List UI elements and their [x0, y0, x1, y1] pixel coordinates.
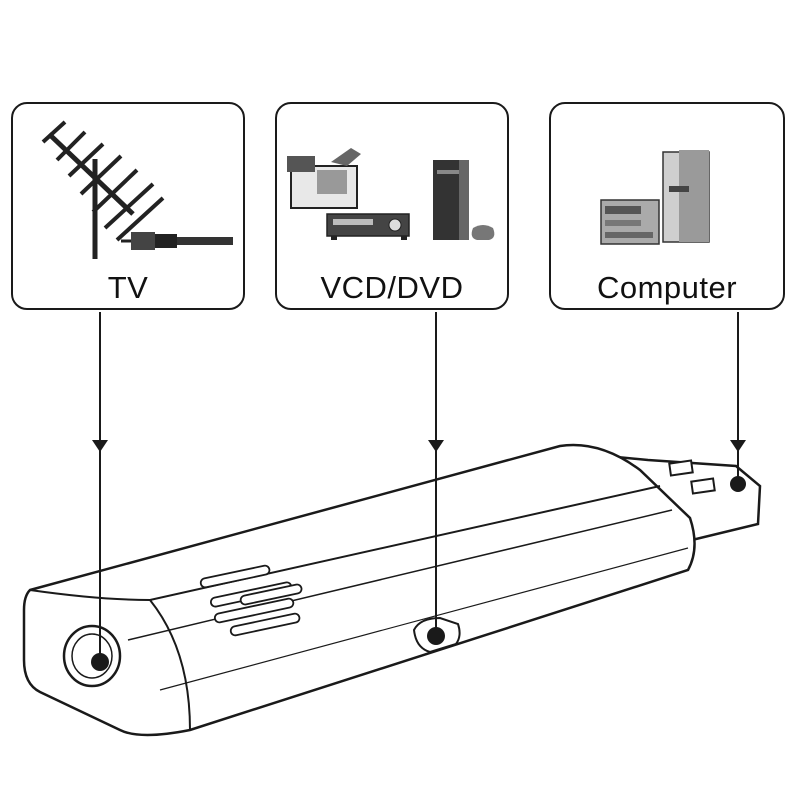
- tv-source-panel: TV: [11, 102, 245, 310]
- vcd-dvd-label: VCD/DVD: [320, 270, 464, 305]
- computer-source-panel: Computer: [549, 102, 785, 310]
- video-devices-icon: [287, 148, 495, 240]
- dvd-player-icon: [326, 213, 410, 240]
- computer-label: Computer: [596, 270, 738, 305]
- antenna-coax-icon: [41, 120, 233, 259]
- tv-label: TV: [107, 270, 149, 305]
- vcd-dvd-source-panel: VCD/DVD: [275, 102, 509, 310]
- desktop-computer-icon: [600, 150, 710, 245]
- tuner-body: [22, 443, 696, 737]
- game-console-icon: [433, 160, 495, 240]
- connector-lines: [91, 312, 746, 671]
- camcorder-icon: [287, 148, 361, 209]
